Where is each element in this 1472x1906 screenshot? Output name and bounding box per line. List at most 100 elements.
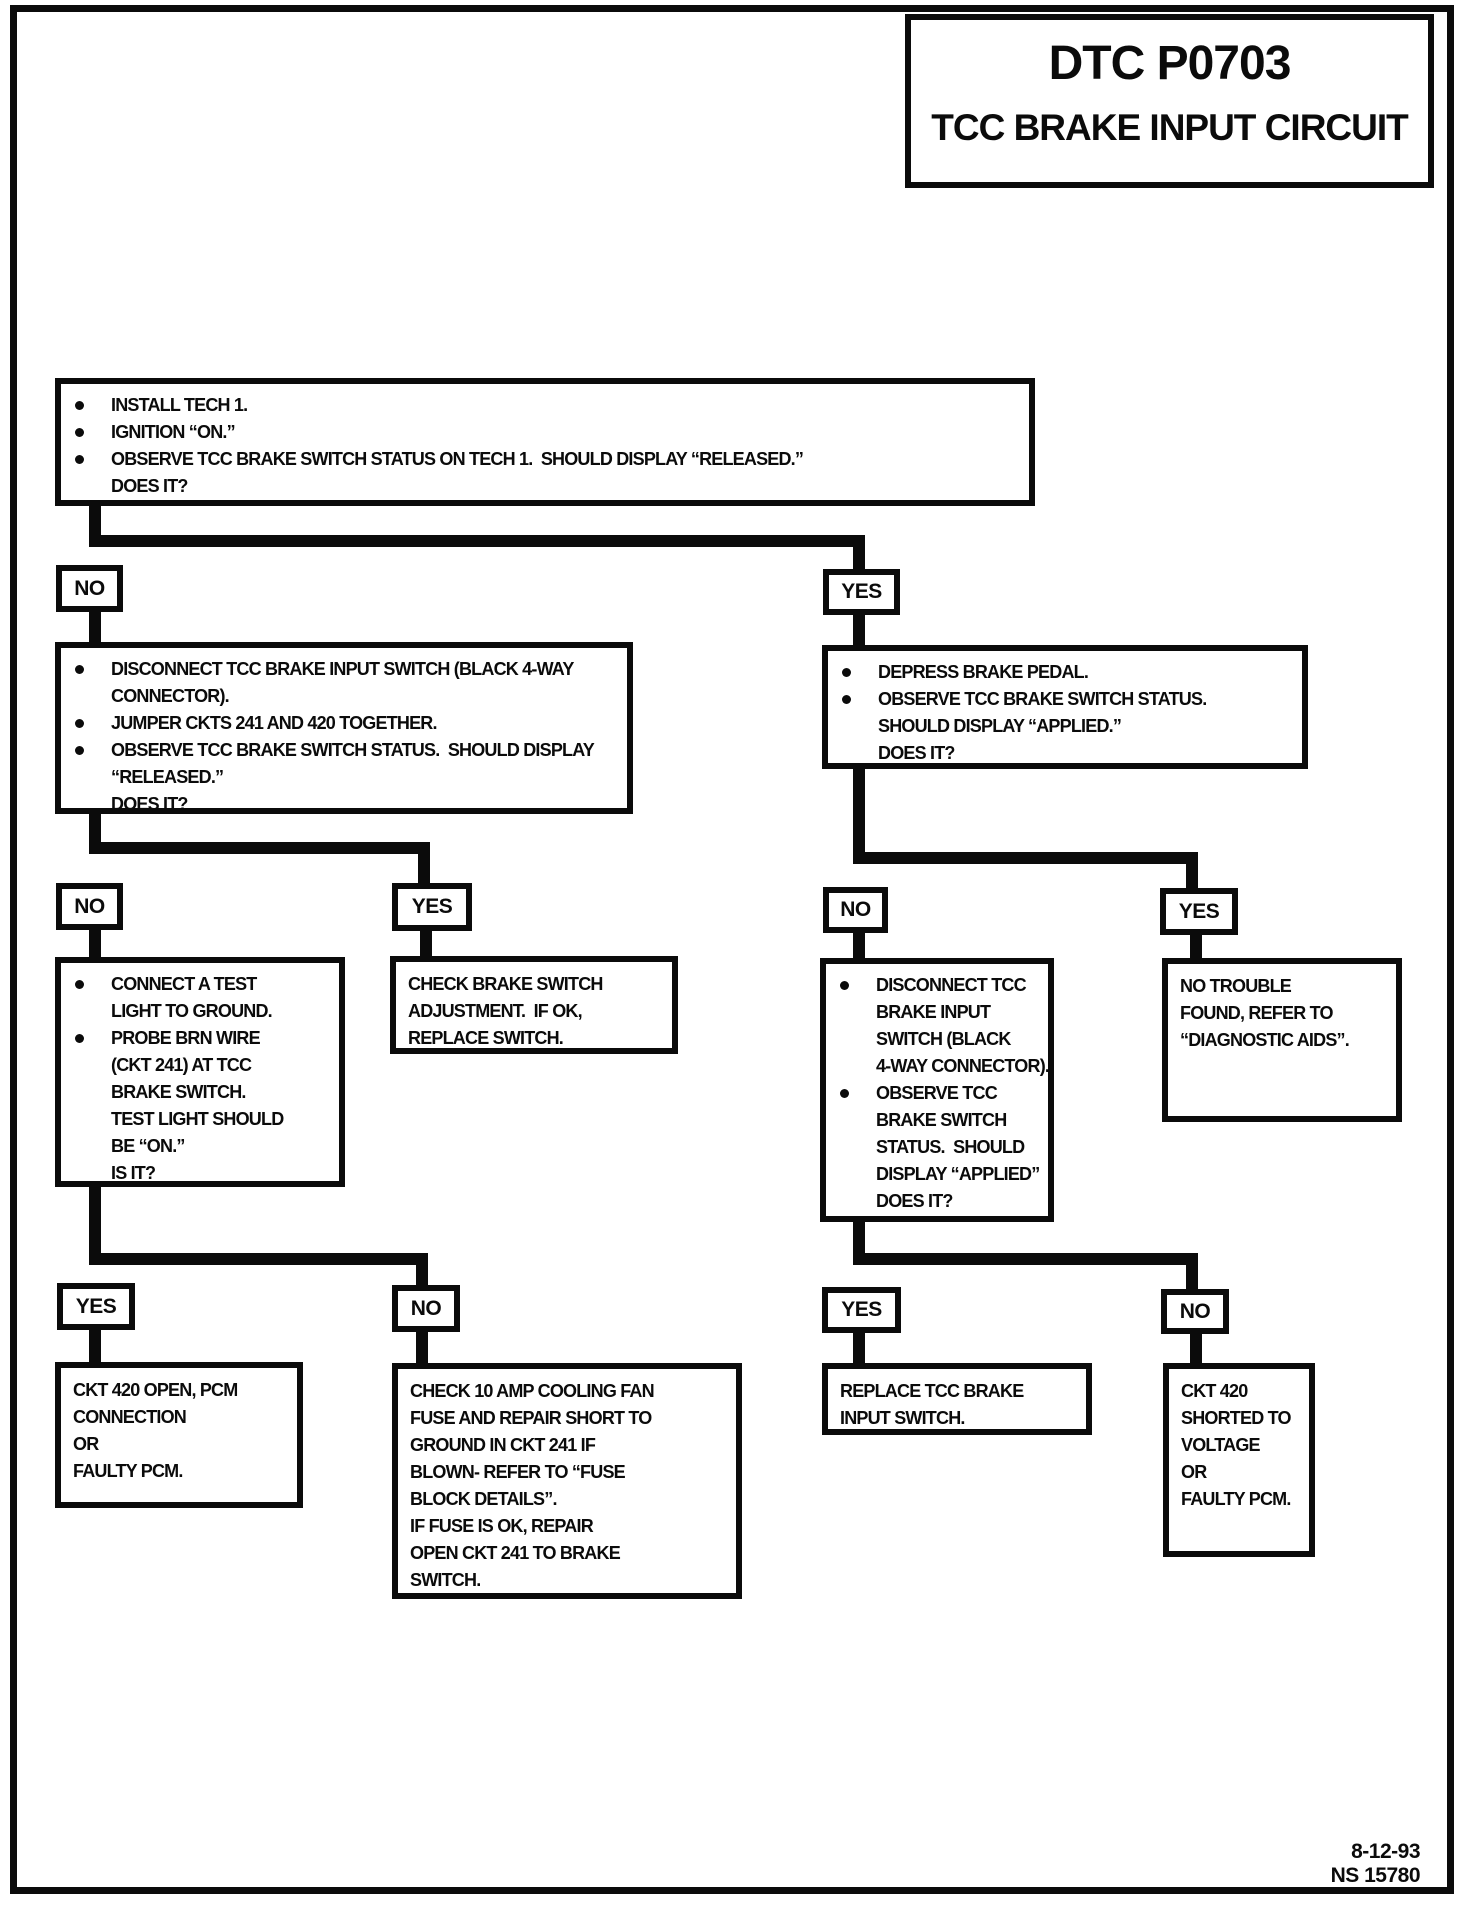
decision-no-5: NO xyxy=(1161,1289,1229,1334)
instruction-item: OBSERVE TCC BRAKE SWITCH STATUS ON TECH … xyxy=(75,446,1025,500)
instruction-item: DISCONNECT TCC BRAKE INPUT SWITCH (BLACK… xyxy=(840,972,1050,1080)
decision-label: NO xyxy=(410,1296,442,1320)
connector xyxy=(853,852,1198,864)
decision-yes-5: YES xyxy=(822,1287,901,1333)
decision-no-1: NO xyxy=(56,565,123,612)
connector xyxy=(89,926,101,961)
instruction-text: OBSERVE TCC BRAKE SWITCH STATUS. SHOULD … xyxy=(876,1083,1040,1211)
instruction-text: JUMPER CKTS 241 AND 420 TOGETHER. xyxy=(111,713,438,733)
instruction-text: CONNECT A TEST LIGHT TO GROUND. xyxy=(111,974,273,1021)
connector xyxy=(1186,852,1198,892)
connector xyxy=(416,1253,428,1289)
decision-label: NO xyxy=(840,898,871,921)
title-box: DTC P0703 TCC BRAKE INPUT CIRCUIT xyxy=(905,14,1434,188)
bullet-icon xyxy=(75,746,84,755)
decision-label: NO xyxy=(74,576,105,600)
result-box-fuse-check: CHECK 10 AMP COOLING FAN FUSE AND REPAIR… xyxy=(392,1363,742,1599)
result-box-switch-adjustment: CHECK BRAKE SWITCH ADJUSTMENT. IF OK, RE… xyxy=(390,956,678,1054)
instruction-item: JUMPER CKTS 241 AND 420 TOGETHER. xyxy=(75,710,623,737)
bullet-icon xyxy=(840,1089,849,1098)
instruction-item: PROBE BRN WIRE (CKT 241) AT TCC BRAKE SW… xyxy=(75,1025,335,1187)
connector xyxy=(853,1253,1198,1265)
instruction-text: PROBE BRN WIRE (CKT 241) AT TCC BRAKE SW… xyxy=(111,1028,284,1183)
decision-label: NO xyxy=(1179,1299,1211,1323)
bullet-icon xyxy=(842,668,851,677)
footer-doc-number: NS 15780 xyxy=(1330,1864,1421,1887)
result-text: CHECK 10 AMP COOLING FAN FUSE AND REPAIR… xyxy=(410,1381,655,1590)
decision-no-3: NO xyxy=(823,887,888,933)
footer: 8-12-93 NS 15780 xyxy=(1330,1840,1421,1888)
bullet-icon xyxy=(75,719,84,728)
connector xyxy=(1190,1330,1202,1367)
instruction-text: OBSERVE TCC BRAKE SWITCH STATUS. SHOULD … xyxy=(878,689,1207,763)
decision-yes-1: YES xyxy=(823,569,900,615)
connector xyxy=(416,1328,428,1367)
instruction-text: DISCONNECT TCC BRAKE INPUT SWITCH (BLACK… xyxy=(111,659,574,706)
connector xyxy=(89,1253,428,1265)
decision-no-4: NO xyxy=(392,1285,460,1332)
bullet-icon xyxy=(840,981,849,990)
instruction-item: CONNECT A TEST LIGHT TO GROUND. xyxy=(75,971,335,1025)
result-box-ckt420-open: CKT 420 OPEN, PCM CONNECTION OR FAULTY P… xyxy=(55,1362,303,1508)
result-text: CHECK BRAKE SWITCH ADJUSTMENT. IF OK, RE… xyxy=(408,974,603,1048)
connector xyxy=(853,765,865,864)
instruction-item: IGNITION “ON.” xyxy=(75,419,1025,446)
decision-yes-3: YES xyxy=(1160,888,1238,935)
instruction-item: OBSERVE TCC BRAKE SWITCH STATUS. SHOULD … xyxy=(840,1080,1044,1215)
footer-date: 8-12-93 xyxy=(1351,1840,1420,1863)
bullet-icon xyxy=(75,455,84,464)
result-text: REPLACE TCC BRAKE INPUT SWITCH. xyxy=(840,1381,1024,1428)
decision-label: NO xyxy=(74,894,105,918)
connector xyxy=(853,613,865,649)
step-box-brake-pedal-test: DEPRESS BRAKE PEDAL. OBSERVE TCC BRAKE S… xyxy=(822,645,1308,769)
bullet-icon xyxy=(75,1034,84,1043)
instruction-text: INSTALL TECH 1. xyxy=(111,395,248,415)
decision-label: YES xyxy=(75,1294,117,1318)
dtc-name: TCC BRAKE INPUT CIRCUIT xyxy=(931,107,1408,148)
connector xyxy=(89,1183,101,1265)
instruction-item: OBSERVE TCC BRAKE SWITCH STATUS. SHOULD … xyxy=(842,686,1298,767)
connector xyxy=(89,535,865,547)
connector xyxy=(1190,931,1202,962)
step-box-initial-check: INSTALL TECH 1. IGNITION “ON.” OBSERVE T… xyxy=(55,378,1035,506)
result-box-no-trouble: NO TROUBLE FOUND, REFER TO “DIAGNOSTIC A… xyxy=(1162,958,1402,1122)
bullet-icon xyxy=(75,665,84,674)
connector xyxy=(89,842,430,854)
bullet-icon xyxy=(75,980,84,989)
result-box-ckt420-short: CKT 420 SHORTED TO VOLTAGE OR FAULTY PCM… xyxy=(1163,1363,1315,1557)
step-box-jumper-test: DISCONNECT TCC BRAKE INPUT SWITCH (BLACK… xyxy=(55,642,633,814)
instruction-text: DISCONNECT TCC BRAKE INPUT SWITCH (BLACK… xyxy=(876,975,1050,1076)
instruction-text: IGNITION “ON.” xyxy=(111,422,236,442)
connector xyxy=(853,929,865,962)
step-box-disconnect-observe: DISCONNECT TCC BRAKE INPUT SWITCH (BLACK… xyxy=(820,958,1054,1222)
decision-yes-2: YES xyxy=(392,883,472,931)
connector xyxy=(853,1329,865,1367)
instruction-text: OBSERVE TCC BRAKE SWITCH STATUS ON TECH … xyxy=(111,449,804,496)
bullet-icon xyxy=(842,695,851,704)
decision-yes-4: YES xyxy=(57,1283,135,1330)
decision-label: YES xyxy=(841,1298,882,1321)
instruction-text: OBSERVE TCC BRAKE SWITCH STATUS. SHOULD … xyxy=(111,740,595,814)
step-box-test-light: CONNECT A TEST LIGHT TO GROUND. PROBE BR… xyxy=(55,957,345,1187)
result-text: CKT 420 SHORTED TO VOLTAGE OR FAULTY PCM… xyxy=(1181,1381,1291,1509)
connector xyxy=(89,1326,101,1366)
connector xyxy=(853,535,865,575)
bullet-icon xyxy=(75,428,84,437)
result-text: CKT 420 OPEN, PCM CONNECTION OR FAULTY P… xyxy=(73,1380,238,1481)
dtc-code: DTC P0703 xyxy=(1048,37,1292,90)
bullet-icon xyxy=(75,401,84,410)
result-text: NO TROUBLE FOUND, REFER TO “DIAGNOSTIC A… xyxy=(1180,976,1350,1050)
decision-no-2: NO xyxy=(56,883,123,930)
instruction-item: INSTALL TECH 1. xyxy=(75,392,1025,419)
instruction-text: DEPRESS BRAKE PEDAL. xyxy=(878,662,1089,682)
connector xyxy=(89,610,101,646)
instruction-item: OBSERVE TCC BRAKE SWITCH STATUS. SHOULD … xyxy=(75,737,623,818)
decision-label: YES xyxy=(841,580,882,603)
decision-label: YES xyxy=(411,895,453,918)
connector xyxy=(1186,1253,1198,1293)
connector xyxy=(420,927,432,960)
instruction-item: DEPRESS BRAKE PEDAL. xyxy=(842,659,1298,686)
page-border xyxy=(10,5,1454,1894)
connector xyxy=(418,842,430,887)
